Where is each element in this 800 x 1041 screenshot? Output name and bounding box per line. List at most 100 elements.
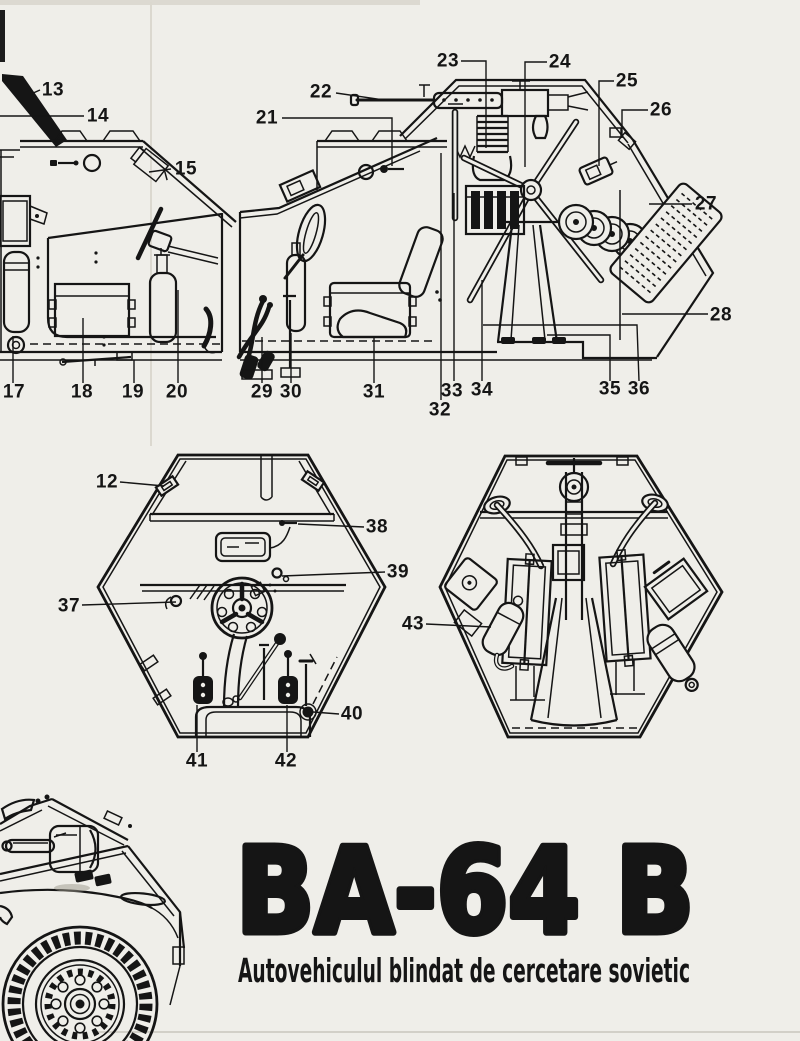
fire-extinguisher (646, 623, 699, 692)
side-panel-right (598, 549, 652, 667)
callout-12-leader (119, 481, 165, 487)
wall-box (0, 194, 32, 248)
callout-21-leader (282, 117, 393, 166)
machine-gun (349, 80, 589, 182)
callout-43: 43 (402, 614, 424, 635)
cutaway-view-right (236, 78, 723, 380)
battery-box (53, 282, 131, 338)
callout-36: 36 (628, 379, 650, 400)
page-subtitle: Autovehiculul blindat de cercetare sovie… (238, 951, 690, 990)
callout-30: 30 (280, 382, 302, 403)
stowage-box (643, 557, 709, 621)
top-view-fighting-compartment (438, 454, 724, 739)
top-view-driver-compartment (96, 453, 387, 739)
tow-hook (0, 904, 14, 926)
vision-port (357, 163, 375, 181)
callout-13-leader (30, 89, 41, 95)
callout-25: 25 (616, 71, 638, 92)
callout-35-leader (547, 334, 611, 381)
callout-37: 37 (58, 596, 80, 617)
callout-34: 34 (471, 380, 493, 401)
callout-23: 23 (437, 51, 459, 72)
callout-14: 14 (87, 106, 109, 127)
callout-42: 42 (275, 751, 297, 772)
callout-21: 21 (256, 108, 278, 129)
callout-17: 17 (3, 382, 25, 403)
callout-40-leader (312, 711, 340, 715)
steering-wheel-rim (135, 206, 164, 261)
rear-door-hatched (609, 182, 723, 304)
pedal-arm (201, 306, 214, 349)
shovel (0, 798, 36, 821)
callout-25-leader (598, 80, 614, 166)
callout-18: 18 (71, 382, 93, 403)
callout-38: 38 (366, 517, 388, 538)
gun-barrel (4, 838, 56, 854)
signal-horn (444, 557, 498, 611)
callout-41: 41 (186, 751, 208, 772)
steering-wheel (210, 576, 274, 640)
seat-backrest (398, 226, 444, 298)
callout-23-leader (461, 60, 487, 148)
callout-24: 24 (549, 52, 571, 73)
periscope-device (129, 146, 170, 183)
page-title: BA-64 B (236, 822, 694, 960)
callout-28: 28 (710, 305, 732, 326)
switch-knobs (271, 567, 283, 579)
gun-mount (448, 103, 605, 344)
callout-27: 27 (695, 194, 717, 215)
pistol-grip (531, 114, 549, 140)
callout-36-leader (483, 324, 640, 382)
callout-40: 40 (341, 704, 363, 725)
floor-knob (302, 706, 314, 718)
pedal-pad (278, 676, 298, 704)
callout-15-leader (148, 168, 172, 173)
callout-38-leader (297, 523, 365, 528)
callout-24-leader (524, 61, 547, 167)
grab-handle (120, 891, 166, 907)
roof-latch (609, 127, 622, 138)
callout-12: 12 (96, 472, 118, 493)
vehicle-front-drawing (0, 794, 186, 1041)
callout-26: 26 (650, 100, 672, 121)
steering-wheel (295, 203, 327, 263)
callout-20: 20 (166, 382, 188, 403)
callout-26-leader (621, 109, 648, 138)
callout-33: 33 (441, 381, 463, 402)
callout-31: 31 (363, 382, 385, 403)
driver-seat (328, 281, 412, 339)
callout-39-leader (281, 571, 386, 577)
drum-magazines (557, 203, 649, 260)
vision-port (82, 153, 102, 173)
ammo-rack (464, 184, 526, 236)
pedal-pad (193, 676, 213, 704)
callout-35: 35 (599, 379, 621, 400)
callout-37-leader (81, 601, 177, 606)
callout-13: 13 (42, 80, 64, 101)
canister (481, 595, 525, 657)
seat-cushion (336, 309, 408, 339)
callout-43-leader (425, 623, 492, 628)
callout-39: 39 (387, 562, 409, 583)
callout-32: 32 (429, 400, 451, 421)
roof-hatch-covers (54, 130, 141, 142)
open-hatch-lid (2, 74, 67, 147)
dome-lamp (578, 156, 618, 186)
air-tank (148, 271, 178, 344)
hatch-hinge (300, 469, 326, 493)
mg-mount-pod (48, 824, 100, 874)
gun-pillar-mount (529, 458, 619, 727)
instrument-panel (214, 531, 272, 563)
rear-hull-slope (632, 139, 715, 358)
callout-29: 29 (251, 382, 273, 403)
brake-lever (236, 304, 272, 360)
callout-22: 22 (310, 82, 332, 103)
visor-box (278, 169, 322, 203)
callout-22-leader (335, 92, 385, 101)
scan-edge-mark (0, 10, 5, 62)
ammo-feed-coil (477, 114, 508, 154)
callout-15: 15 (175, 159, 197, 180)
cutaway-view-left (0, 74, 237, 366)
